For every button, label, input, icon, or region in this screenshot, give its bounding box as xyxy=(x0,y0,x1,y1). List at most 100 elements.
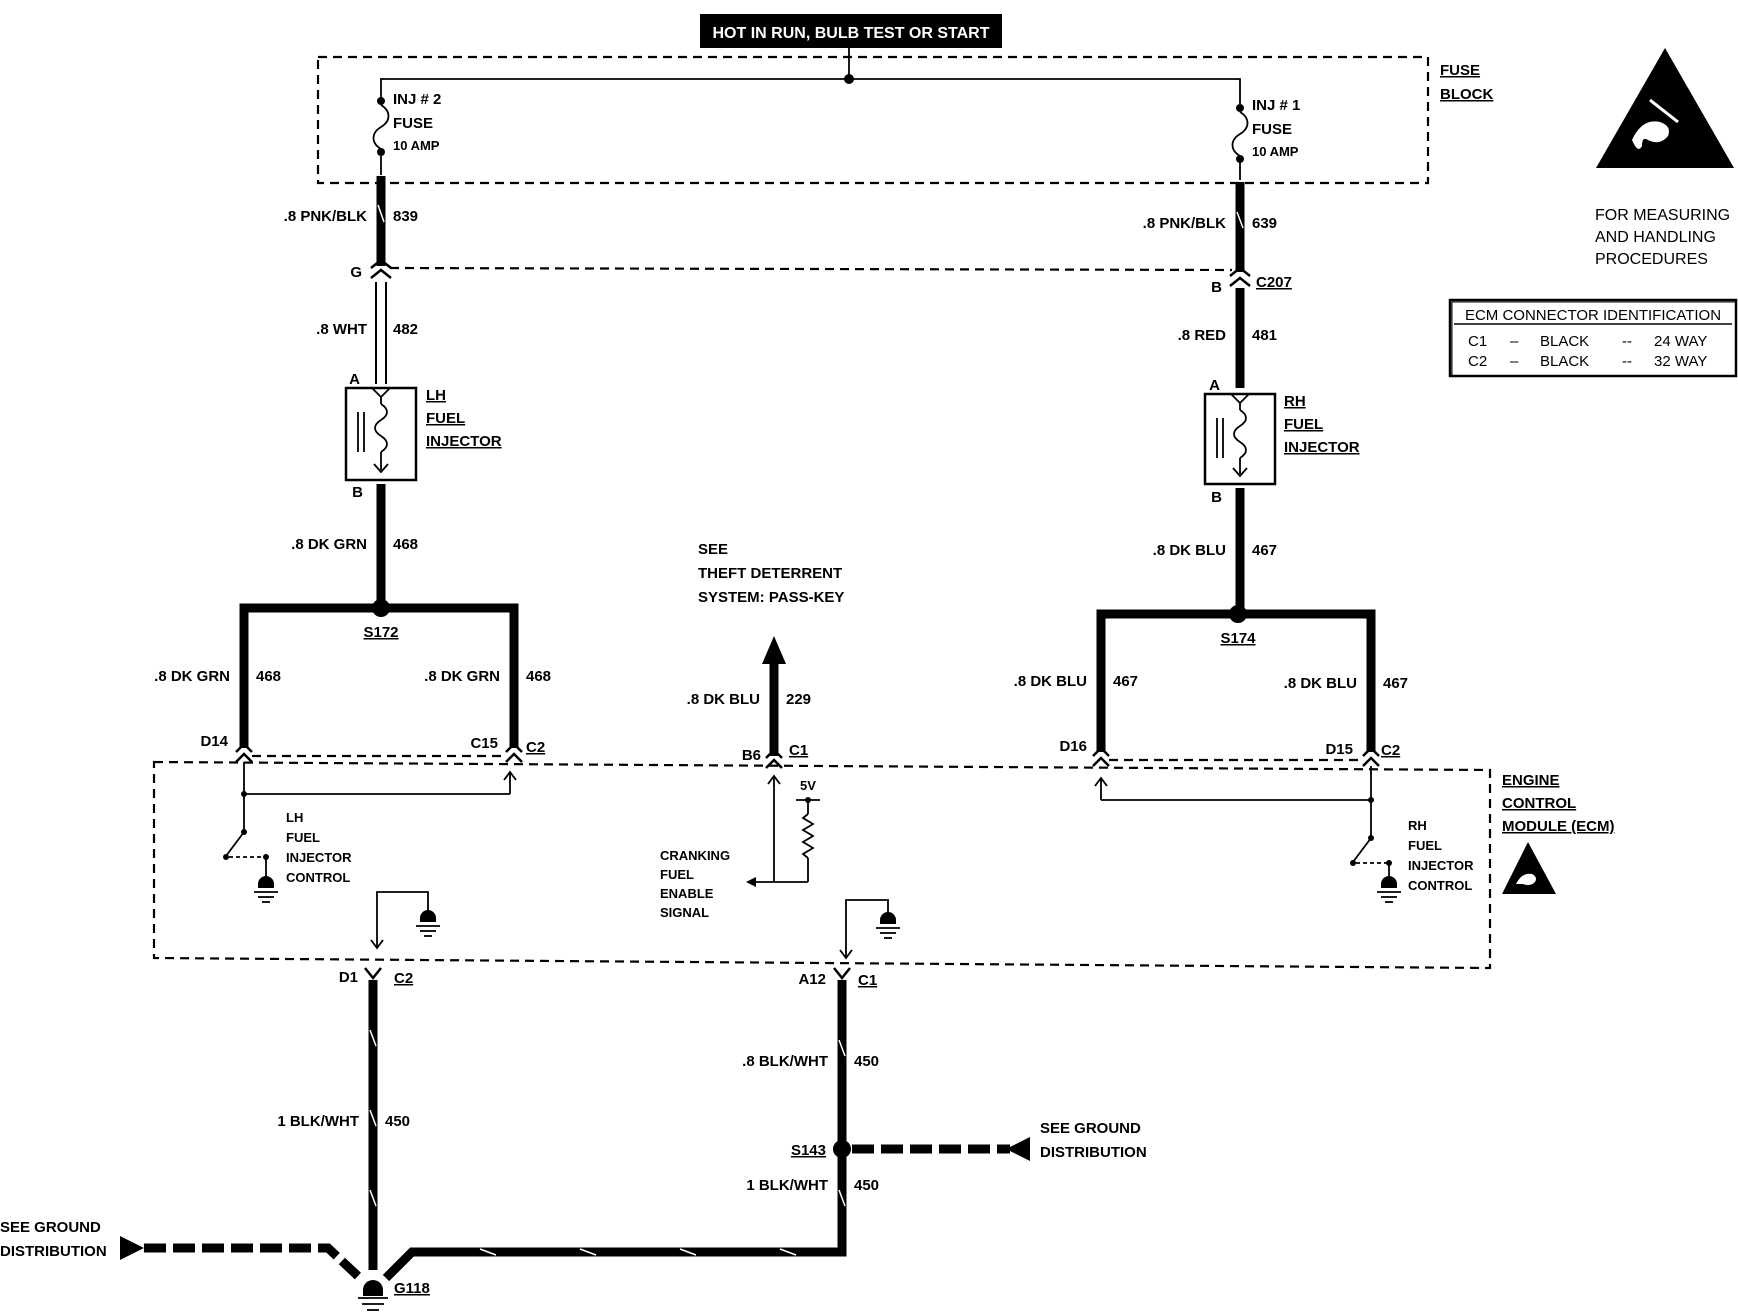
s143-label: S143 xyxy=(791,1142,826,1159)
lh-c207-pin-label: G xyxy=(350,264,362,281)
fuse-block-outline xyxy=(316,55,1430,185)
gnd-left-gauge: 1 BLK/WHT xyxy=(277,1113,359,1130)
inj2-fuse-label-2: FUSE xyxy=(393,115,433,132)
lh-wht-circuit: 482 xyxy=(393,321,418,338)
rh-red-gauge: .8 RED xyxy=(1178,327,1227,344)
gnd-left-circuit: 450 xyxy=(385,1113,410,1130)
c2-left-label: C2 xyxy=(526,739,545,756)
gnd-mid-upper-circuit: 450 xyxy=(854,1053,879,1070)
rh-red-circuit: 481 xyxy=(1252,327,1277,344)
lh-grn-right-gauge: .8 DK GRN xyxy=(424,668,500,685)
rh-pnk-gauge: .8 PNK/BLK xyxy=(1143,215,1227,232)
gnd-left-note-line-2: DISTRIBUTION xyxy=(0,1243,107,1260)
ecm-internal-ground-d1 xyxy=(370,891,440,950)
lh-ctrl-label-2: FUEL xyxy=(286,830,320,845)
c207-connector-outline xyxy=(389,266,1233,272)
gnd-mid-lower-gauge: 1 BLK/WHT xyxy=(746,1177,828,1194)
ecm-connector-table xyxy=(1448,298,1738,378)
fuse-bus xyxy=(380,48,1241,104)
gnd-right-distribution-wire xyxy=(852,1137,1030,1161)
s172-splice xyxy=(372,599,390,617)
ecm-table-row-2-ways: 32 WAY xyxy=(1654,353,1707,370)
ecm-table-row-1-color: BLACK xyxy=(1540,333,1589,350)
rh-pnk-wire xyxy=(1235,182,1245,272)
rh-ctrl-label-3: INJECTOR xyxy=(1408,858,1474,873)
rh-injector-pin-b: B xyxy=(1211,489,1222,506)
inj2-fuse-label-1: INJ # 2 xyxy=(393,91,441,108)
b6-pin-label: B6 xyxy=(742,747,761,764)
d14-pin-label: D14 xyxy=(200,733,228,750)
cranking-fuel-enable-circuit xyxy=(746,748,820,887)
inj1-fuse-label-1: INJ # 1 xyxy=(1252,97,1300,114)
inj2-fuse-label-3: 10 AMP xyxy=(393,138,440,153)
rh-ctrl-label-2: FUEL xyxy=(1408,838,1442,853)
ecm-table-row-1-conn: C1 xyxy=(1468,333,1487,350)
ecm-table-row-2-conn: C2 xyxy=(1468,353,1487,370)
ecm-outline xyxy=(152,760,1492,970)
lh-ctrl-label-4: CONTROL xyxy=(286,870,350,885)
lh-pnk-circuit: 839 xyxy=(393,208,418,225)
rh-c207-pin-label: B xyxy=(1211,279,1222,296)
rh-blu-right-circuit: 467 xyxy=(1383,675,1408,692)
fuse-block-label-2: BLOCK xyxy=(1440,86,1493,103)
c2-bottom-label: C2 xyxy=(394,970,413,987)
gnd-mid-upper-gauge: .8 BLK/WHT xyxy=(742,1053,828,1070)
esd-note-line-2: AND HANDLING xyxy=(1595,229,1716,246)
lh-wht-wire xyxy=(375,282,387,384)
lh-pnk-gauge: .8 PNK/BLK xyxy=(284,208,368,225)
gnd-left-note-line-1: SEE GROUND xyxy=(0,1219,101,1236)
lh-injector-control-switch xyxy=(223,742,523,903)
ecm-esd-icon xyxy=(1502,842,1556,894)
rh-injector-label-2: FUEL xyxy=(1284,416,1323,433)
s174-label: S174 xyxy=(1220,630,1256,647)
ecm-table-row-2-dash: – xyxy=(1510,353,1519,370)
d1-pin-label: D1 xyxy=(339,969,358,986)
inj1-fuse xyxy=(1231,104,1249,180)
d15-pin-label: D15 xyxy=(1325,741,1353,758)
ecm-label-2: CONTROL xyxy=(1502,795,1576,812)
lh-injector-label-2: FUEL xyxy=(426,410,465,427)
rh-blu-circuit: 467 xyxy=(1252,542,1277,559)
passkey-gauge: .8 DK BLU xyxy=(687,691,760,708)
s174-splice xyxy=(1229,605,1247,623)
lh-injector-label-3: INJECTOR xyxy=(426,433,502,450)
cranking-label-2: FUEL xyxy=(660,867,694,882)
cranking-label-1: CRANKING xyxy=(660,848,730,863)
lh-pnk-wire xyxy=(376,176,386,266)
v5-label: 5V xyxy=(800,778,816,793)
rh-blu-right-gauge: .8 DK BLU xyxy=(1284,675,1357,692)
g118-label: G118 xyxy=(394,1280,430,1297)
a12-pin xyxy=(833,967,851,981)
rh-ctrl-label-1: RH xyxy=(1408,818,1427,833)
rh-blu-left-circuit: 467 xyxy=(1113,673,1138,690)
rh-ctrl-label-4: CONTROL xyxy=(1408,878,1472,893)
s143-splice xyxy=(833,1140,851,1158)
lh-ctrl-label-1: LH xyxy=(286,810,303,825)
ecm-label-3: MODULE (ECM) xyxy=(1502,818,1615,835)
d1-pin xyxy=(364,967,382,981)
ecm-table-title: ECM CONNECTOR IDENTIFICATION xyxy=(1465,307,1721,324)
gnd-mid-wire xyxy=(382,980,847,1282)
lh-grn-left-gauge: .8 DK GRN xyxy=(154,668,230,685)
gnd-left-distribution-wire xyxy=(120,1236,364,1282)
c1-mid-label: C1 xyxy=(789,742,808,759)
lh-injector-pin-b: B xyxy=(352,484,363,501)
lh-injector-pin-a: A xyxy=(349,371,360,388)
c1-bottom-label: C1 xyxy=(858,972,877,989)
lh-ctrl-label-3: INJECTOR xyxy=(286,850,352,865)
ecm-label-1: ENGINE xyxy=(1502,772,1560,789)
lh-grn-left-circuit: 468 xyxy=(256,668,281,685)
rh-injector-label-1: RH xyxy=(1284,393,1306,410)
ecm-table-row-2-color: BLACK xyxy=(1540,353,1589,370)
header-banner xyxy=(700,14,1002,48)
ecm-table-row-1-dash: – xyxy=(1510,333,1519,350)
ecm-table-row-2-sep: -- xyxy=(1622,353,1632,370)
lh-grn-circuit: 468 xyxy=(393,536,418,553)
cranking-label-4: SIGNAL xyxy=(660,905,709,920)
esd-warning-icon xyxy=(1596,48,1734,168)
inj1-fuse-label-3: 10 AMP xyxy=(1252,144,1299,159)
lh-c207-pin xyxy=(370,258,392,279)
rh-pnk-circuit: 639 xyxy=(1252,215,1277,232)
ecm-table-row-1-sep: -- xyxy=(1622,333,1632,350)
rh-blu-left-gauge: .8 DK BLU xyxy=(1014,673,1087,690)
